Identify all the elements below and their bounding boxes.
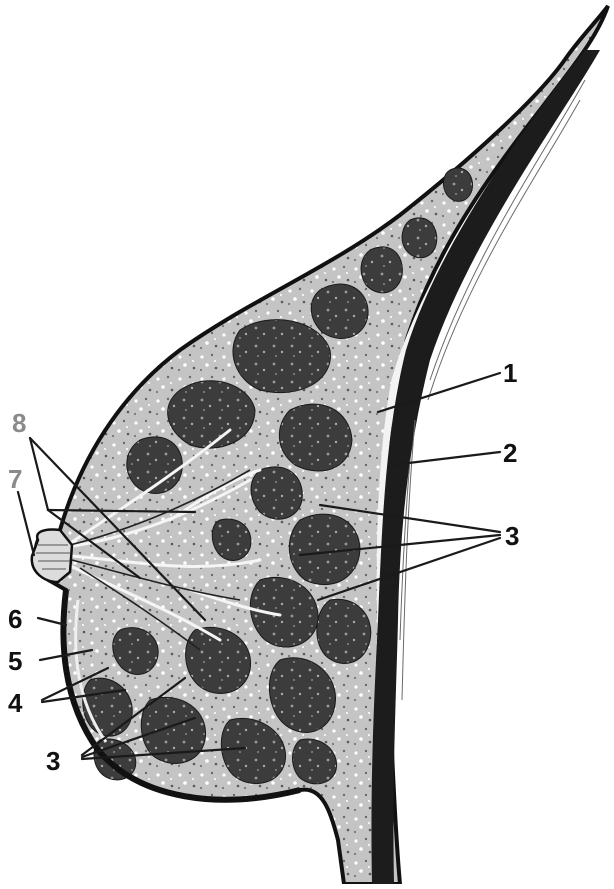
label-2: 2 <box>503 438 517 468</box>
label-4: 4 <box>8 688 23 718</box>
label-3-right: 3 <box>505 521 519 551</box>
label-1: 1 <box>503 358 517 388</box>
label-6: 6 <box>8 604 22 634</box>
label-3-lower: 3 <box>46 746 60 776</box>
leader-7 <box>18 492 34 555</box>
label-5: 5 <box>8 646 22 676</box>
nipple <box>32 529 72 582</box>
label-7: 7 <box>8 464 22 494</box>
label-8: 8 <box>12 408 26 438</box>
